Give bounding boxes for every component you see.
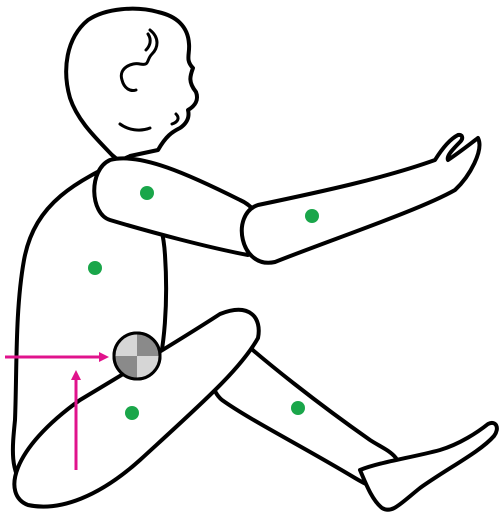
foot-outline [360,423,497,510]
torso-mass-point [88,261,102,275]
thigh-mass-point [125,406,139,420]
upper-arm-mass-point [140,186,154,200]
forearm-hand-outline [242,135,480,263]
forearm-mass-point [305,209,319,223]
shank-mass-point [291,401,305,415]
hip-joint-marker [114,333,160,379]
